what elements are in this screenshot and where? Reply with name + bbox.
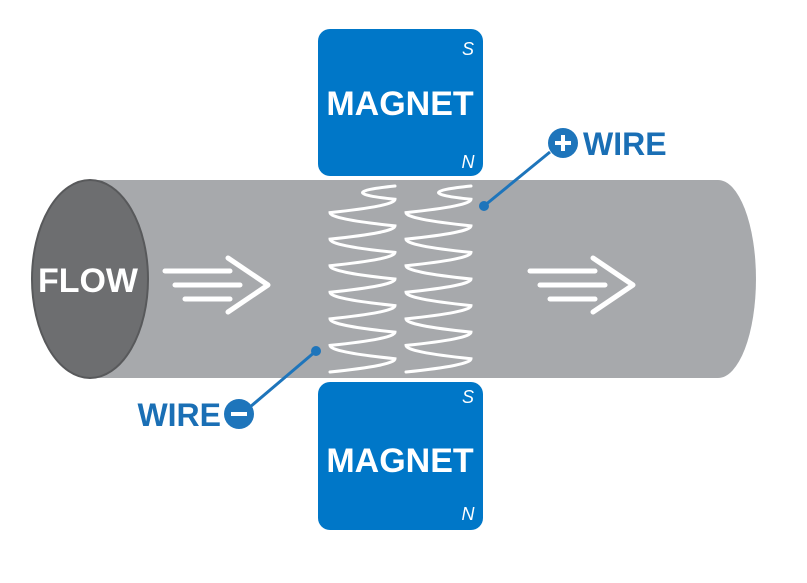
wire-positive-label: WIRE	[583, 126, 667, 162]
plus-circle-icon	[548, 128, 578, 158]
magnet-top-pole-s: S	[462, 39, 474, 59]
minus-circle-icon	[224, 399, 254, 429]
wire-negative-contact	[311, 346, 321, 356]
pipe: FLOW	[31, 179, 756, 379]
coil-right	[404, 184, 473, 374]
magnet-bottom: MAGNET S N	[318, 382, 483, 530]
arrow-right-icon	[527, 255, 636, 315]
flow-label: FLOW	[38, 262, 139, 300]
pipe-body	[90, 180, 756, 378]
arrow-right-icon	[162, 255, 271, 315]
magnet-top-label: MAGNET	[326, 85, 474, 123]
wire-negative-label: WIRE	[137, 397, 221, 433]
magnet-bottom-pole-n: N	[462, 504, 476, 524]
coil-icon	[328, 184, 473, 374]
magnet-top: MAGNET S N	[318, 29, 483, 176]
wire-positive: WIRE	[479, 126, 667, 211]
wire-negative: WIRE	[137, 346, 321, 433]
coil-left	[328, 184, 397, 374]
magnet-bottom-label: MAGNET	[326, 442, 474, 480]
wire-positive-contact	[479, 201, 489, 211]
pipe-end	[31, 179, 149, 379]
magnet-top-pole-n: N	[462, 152, 476, 172]
magnet-bottom-pole-s: S	[462, 387, 474, 407]
